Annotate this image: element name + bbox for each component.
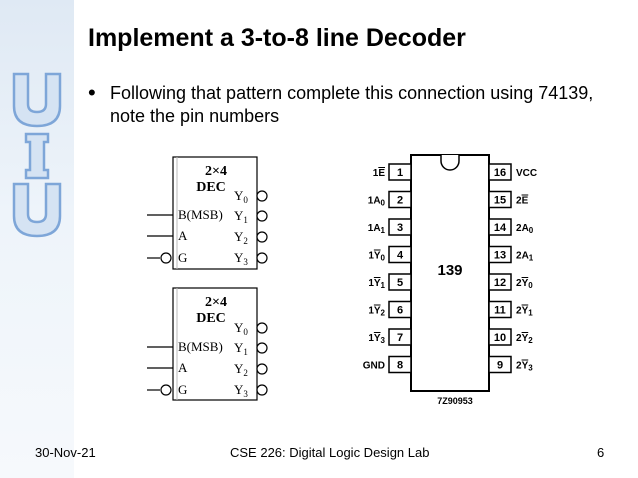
svg-text:Y2: Y2 [234, 361, 248, 378]
output-label: Y [234, 320, 244, 335]
chip-pin-right: 16 VCC [488, 163, 537, 181]
footer-date: 30-Nov-21 [35, 445, 96, 460]
pin-name: 1A1 [368, 223, 386, 235]
pin-number: 10 [494, 332, 506, 344]
bullet-marker: • [88, 80, 96, 105]
svg-text:Y2: Y2 [234, 229, 248, 246]
pin-number: 9 [497, 360, 503, 372]
input-label: G [178, 250, 187, 265]
pin-name: 1Y2 [368, 306, 385, 318]
svg-text:Y3: Y3 [234, 382, 248, 399]
output-label: Y [234, 229, 244, 244]
pin-number: 4 [397, 250, 404, 262]
decoder-block-bottom: 2×4 DEC B(MSB) A G Y0 Y1 Y2 Y3 [147, 287, 268, 401]
pin-number: 12 [494, 277, 506, 289]
pin-name: GND [363, 361, 385, 372]
bullet-text: Following that pattern complete this con… [110, 83, 594, 126]
input-label: B(MSB) [178, 207, 223, 222]
chip-pin-left: 1 1E [373, 163, 412, 181]
pin-number: 14 [494, 222, 507, 234]
chip-pin-right: 9 2Y3 [488, 355, 533, 374]
chip-pin-left: 4 1Y0 [368, 245, 412, 264]
svg-text:Y1: Y1 [234, 340, 248, 357]
chip-pin-right: 12 2Y0 [488, 273, 533, 291]
chip-pin-left: 2 1A0 [368, 190, 412, 209]
pin-name: 1Y3 [368, 333, 385, 345]
pin-number: 15 [494, 195, 506, 207]
footer-course: CSE 226: Digital Logic Design Lab [230, 445, 430, 460]
pin-number: 5 [397, 277, 403, 289]
input-label: A [178, 228, 188, 243]
output-label: Y [234, 250, 244, 265]
pin-name: 2Y0 [516, 278, 533, 290]
pin-name: 1Y0 [368, 251, 385, 263]
decoder-title-1: 2×4 [205, 295, 227, 310]
pin-name: 1A0 [368, 196, 386, 208]
output-label: Y [234, 382, 244, 397]
pin-number: 11 [494, 305, 506, 317]
slide-title: Implement a 3-to-8 line Decoder [88, 24, 466, 52]
pin-name: VCC [516, 168, 537, 179]
decoder-title-2: DEC [196, 180, 226, 195]
pin-name: 2Y3 [516, 361, 533, 373]
decoder-block-top: 2×4 DEC B(MSB) A G Y0 Y1 Y2 Y3 [147, 156, 268, 270]
output-label: Y [234, 208, 244, 223]
pin-name: 1Y1 [368, 278, 385, 290]
pin-number: 3 [397, 222, 403, 234]
input-label: G [178, 382, 187, 397]
pin-name: 2Y2 [516, 333, 533, 345]
chip-pin-left: 6 1Y2 [368, 300, 412, 319]
input-label: B(MSB) [178, 339, 223, 354]
chip-pin-right: 10 2Y2 [488, 328, 533, 346]
svg-text:Y3: Y3 [234, 250, 248, 267]
pin-name: 2A0 [516, 223, 534, 235]
output-label: Y [234, 188, 244, 203]
pin-number: 7 [397, 332, 403, 344]
uiu-logo-icon [12, 72, 62, 238]
pin-number: 6 [397, 305, 403, 317]
pin-number: 16 [494, 167, 506, 179]
svg-text:Y0: Y0 [234, 320, 248, 337]
svg-text:Y1: Y1 [234, 208, 248, 225]
footer-page-number: 6 [597, 445, 605, 460]
pin-name: 2Y1 [516, 306, 533, 318]
pin-number: 2 [397, 195, 403, 207]
sidebar-decoration [0, 0, 74, 478]
chip-part-number: 7Z90953 [437, 396, 473, 406]
chip-pin-left: 3 1A1 [368, 218, 412, 236]
chip-pin-right: 13 2A1 [488, 245, 534, 264]
chip-pin-left: 5 1Y1 [368, 273, 412, 291]
pin-number: 1 [397, 167, 403, 179]
chip-pin-right: 14 2A0 [488, 218, 534, 236]
chip-label: 139 [437, 262, 462, 279]
pin-name: 2A1 [516, 251, 534, 263]
chip-pin-right: 15 2E [488, 190, 529, 209]
pin-name: 1E [373, 168, 386, 179]
pin-number: 13 [494, 250, 506, 262]
input-label: A [178, 360, 188, 375]
output-label: Y [234, 340, 244, 355]
output-label: Y [234, 361, 244, 376]
pin-number: 8 [397, 360, 403, 372]
chip-pin-right: 11 2Y1 [488, 300, 533, 319]
pin-name: 2E [516, 196, 529, 207]
chip-pin-left: 8 GND [363, 355, 412, 374]
chip-pin-left: 7 1Y3 [368, 328, 412, 346]
decoder-title-2: DEC [196, 311, 226, 326]
ic-74139-pinout: 139 7Z90953 11E21A031A141Y051Y161Y271Y38… [363, 154, 537, 406]
svg-text:Y0: Y0 [234, 188, 248, 205]
decoder-title-1: 2×4 [205, 164, 227, 179]
